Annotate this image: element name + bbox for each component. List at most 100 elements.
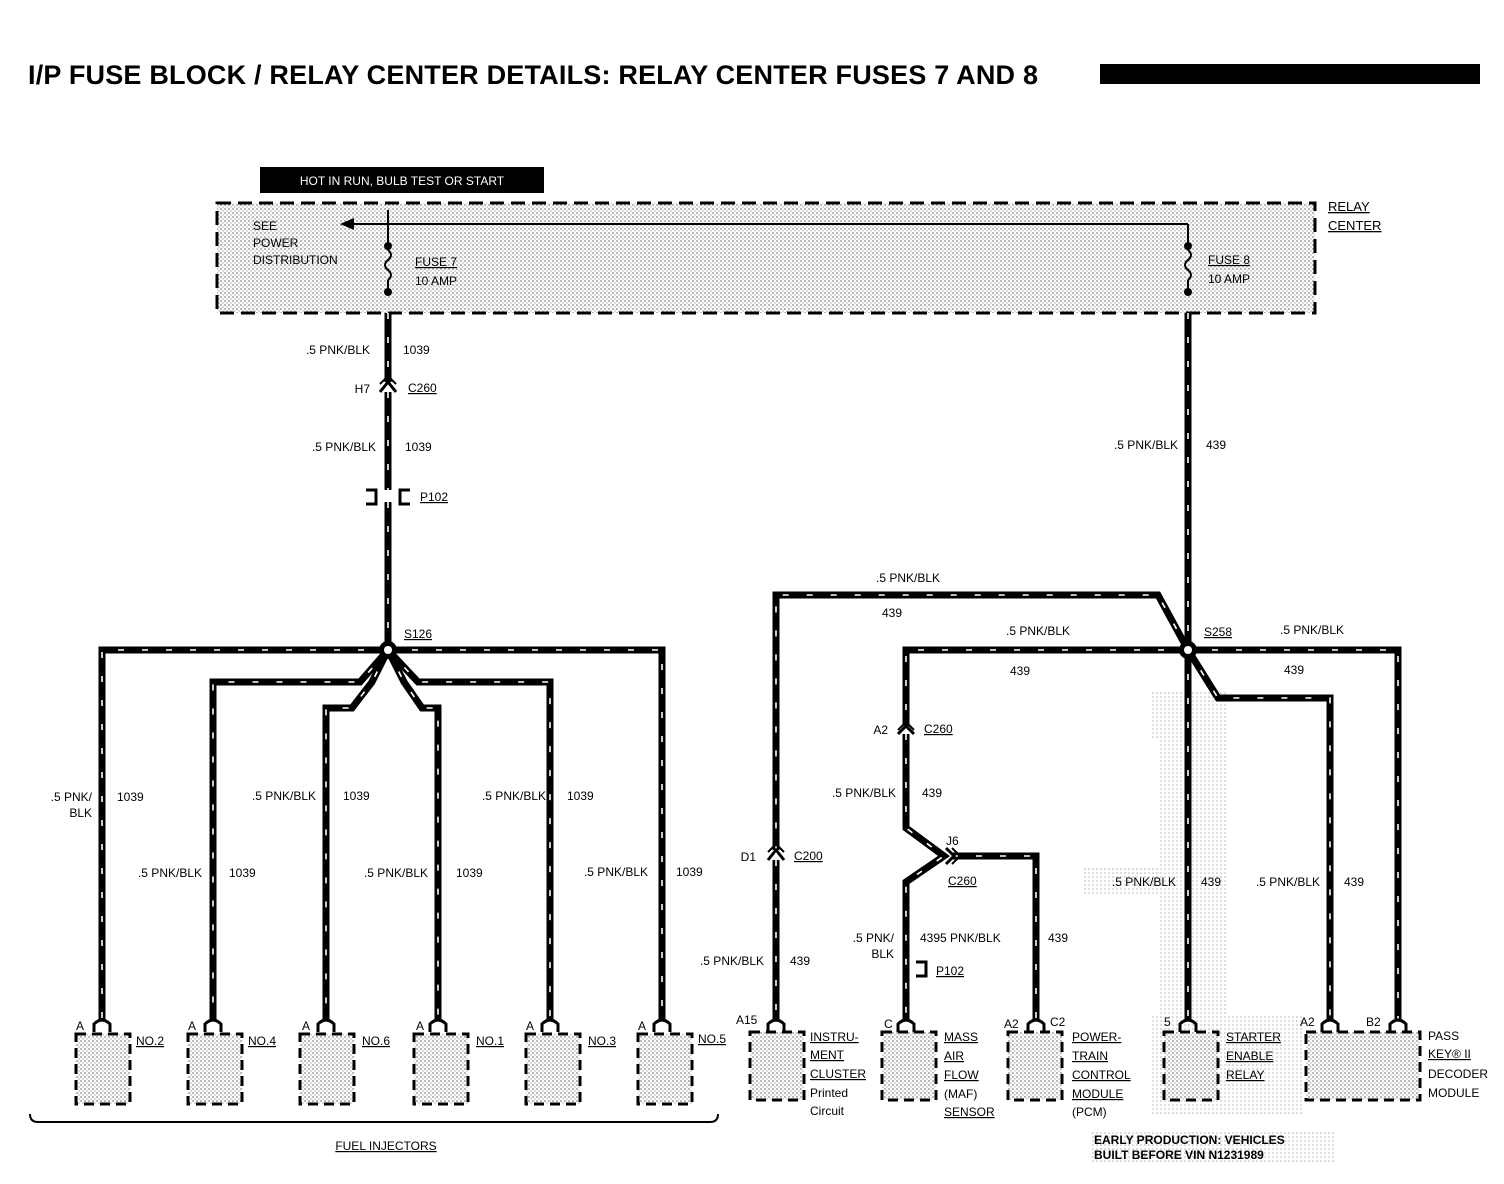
wire-label-cluster: .5 PNK/BLK bbox=[700, 954, 764, 968]
pin-a-5: A bbox=[526, 1019, 534, 1033]
fuse-7-icon bbox=[384, 249, 392, 281]
power-arrow bbox=[340, 218, 354, 230]
cluster-line3: CLUSTER bbox=[810, 1067, 866, 1081]
pin-a-6: A bbox=[638, 1019, 646, 1033]
circuit-no6: 1039 bbox=[343, 789, 370, 803]
wire-label-no2-1: .5 PNK/ bbox=[51, 790, 93, 804]
wire-label-f8: .5 PNK/BLK bbox=[1114, 438, 1178, 452]
title-bar bbox=[1100, 64, 1480, 84]
c200-label: C200 bbox=[794, 849, 823, 863]
hot-label: HOT IN RUN, BULB TEST OR START bbox=[300, 174, 505, 188]
c260-j6-label: C260 bbox=[948, 874, 977, 888]
pin-a-2: A bbox=[188, 1019, 196, 1033]
fuse-8-icon bbox=[1184, 249, 1192, 281]
wire-label-maf-low-2: BLK bbox=[871, 947, 894, 961]
pin-a2-passkey: A2 bbox=[1300, 1015, 1315, 1029]
circuit-cluster-top: 439 bbox=[882, 606, 902, 620]
starter-line1: STARTER bbox=[1226, 1030, 1281, 1044]
circuit-starter: 439 bbox=[1201, 875, 1221, 889]
early-note-1: EARLY PRODUCTION: VEHICLES bbox=[1094, 1133, 1285, 1147]
pin-a-4: A bbox=[416, 1019, 424, 1033]
hot-label-box bbox=[260, 167, 544, 193]
maf-line4: (MAF) bbox=[944, 1087, 977, 1101]
fuel-injectors-bracket bbox=[29, 1113, 719, 1123]
fuse-8-name: FUSE 8 bbox=[1208, 253, 1250, 267]
pin-b2: B2 bbox=[1366, 1015, 1381, 1029]
relay-center-label-1: RELAY bbox=[1328, 199, 1370, 214]
pin-a-1: A bbox=[76, 1019, 84, 1033]
p102-left-label: P102 bbox=[420, 490, 448, 504]
page-title: I/P FUSE BLOCK / RELAY CENTER DETAILS: R… bbox=[28, 60, 1039, 90]
component-boxes bbox=[74, 1030, 1422, 1106]
fuse-7-rating: 10 AMP bbox=[415, 274, 457, 288]
h7-label: H7 bbox=[355, 382, 371, 396]
d1-label: D1 bbox=[741, 850, 757, 864]
c260-f7-label: C260 bbox=[408, 381, 437, 395]
maf-line5: SENSOR bbox=[944, 1105, 995, 1119]
wire-label-passkey-top: .5 PNK/BLK bbox=[1280, 623, 1344, 637]
pin-a-3: A bbox=[302, 1019, 310, 1033]
pcm-line4: MODULE bbox=[1072, 1087, 1123, 1101]
circuit-maf: 439 bbox=[922, 786, 942, 800]
circuit-passkey: 439 bbox=[1344, 875, 1364, 889]
wire-label-maf-top: .5 PNK/BLK bbox=[1006, 624, 1070, 638]
starter-line2: ENABLE bbox=[1226, 1049, 1273, 1063]
circuit-no4: 1039 bbox=[229, 866, 256, 880]
injector-no3: NO.3 bbox=[588, 1034, 616, 1048]
cluster-line5: Circuit bbox=[810, 1104, 845, 1118]
cluster-line4: Printed bbox=[810, 1086, 848, 1100]
starter-line3: RELAY bbox=[1226, 1068, 1264, 1082]
fuel-injectors-label: FUEL INJECTORS bbox=[335, 1139, 436, 1153]
wire-label-maf: .5 PNK/BLK bbox=[832, 786, 896, 800]
wire-label-no3: .5 PNK/BLK bbox=[482, 789, 546, 803]
circuit-pcm: 439 bbox=[1048, 931, 1068, 945]
circuit-passkey-top: 439 bbox=[1284, 663, 1304, 677]
circuit-maf-top: 439 bbox=[1010, 664, 1030, 678]
wire-label-no1: .5 PNK/BLK bbox=[364, 866, 428, 880]
pin-a2-pcm: A2 bbox=[1004, 1017, 1019, 1031]
c260-maf-label: C260 bbox=[924, 722, 953, 736]
circuit-f7-1: 1039 bbox=[403, 343, 430, 357]
wire-label-no6: .5 PNK/BLK bbox=[252, 789, 316, 803]
wires bbox=[98, 313, 1402, 1020]
wire-label-f7-1: .5 PNK/BLK bbox=[306, 343, 370, 357]
p102-right-label: P102 bbox=[936, 964, 964, 978]
fuse-7-name: FUSE 7 bbox=[415, 255, 457, 269]
a2-maf-label: A2 bbox=[873, 723, 888, 737]
pcm-line5: (PCM) bbox=[1072, 1105, 1107, 1119]
pcm-line2: TRAIN bbox=[1072, 1049, 1108, 1063]
pin-c2: C2 bbox=[1050, 1015, 1066, 1029]
injector-no4: NO.4 bbox=[248, 1034, 276, 1048]
injector-no2: NO.2 bbox=[136, 1034, 164, 1048]
pin-c: C bbox=[884, 1017, 893, 1031]
circuit-no5: 1039 bbox=[676, 865, 703, 879]
wire-label-f7-2: .5 PNK/BLK bbox=[312, 440, 376, 454]
circuit-no1: 1039 bbox=[456, 866, 483, 880]
cluster-line2: MENT bbox=[810, 1048, 845, 1062]
pin-a15: A15 bbox=[736, 1013, 758, 1027]
see-power-2: POWER bbox=[253, 236, 299, 250]
circuit-f7-2: 1039 bbox=[405, 440, 432, 454]
pcm-line3: CONTROL bbox=[1072, 1068, 1131, 1082]
relay-center-box bbox=[215, 201, 1317, 315]
circuit-no2: 1039 bbox=[117, 790, 144, 804]
wire-label-starter: .5 PNK/BLK bbox=[1112, 875, 1176, 889]
wire-label-cluster-top: .5 PNK/BLK bbox=[876, 571, 940, 585]
passkey-line4: MODULE bbox=[1428, 1086, 1479, 1100]
wire-label-no5: .5 PNK/BLK bbox=[584, 865, 648, 879]
passkey-line1: PASS bbox=[1428, 1029, 1459, 1043]
s126-label: S126 bbox=[404, 627, 432, 641]
circuit-4395: 4395 PNK/BLK bbox=[920, 931, 1001, 945]
circuit-cluster: 439 bbox=[790, 954, 810, 968]
injector-no1: NO.1 bbox=[476, 1034, 504, 1048]
injector-no6: NO.6 bbox=[362, 1034, 390, 1048]
circuit-f8: 439 bbox=[1206, 438, 1226, 452]
pcm-line1: POWER- bbox=[1072, 1030, 1121, 1044]
see-power-3: DISTRIBUTION bbox=[253, 253, 338, 267]
wire-label-no4: .5 PNK/BLK bbox=[138, 866, 202, 880]
injector-no5: NO.5 bbox=[698, 1032, 726, 1046]
passkey-line2: KEY® II bbox=[1428, 1047, 1471, 1061]
early-note-2: BUILT BEFORE VIN N1231989 bbox=[1094, 1148, 1264, 1162]
passkey-line3: DECODER bbox=[1428, 1067, 1488, 1081]
